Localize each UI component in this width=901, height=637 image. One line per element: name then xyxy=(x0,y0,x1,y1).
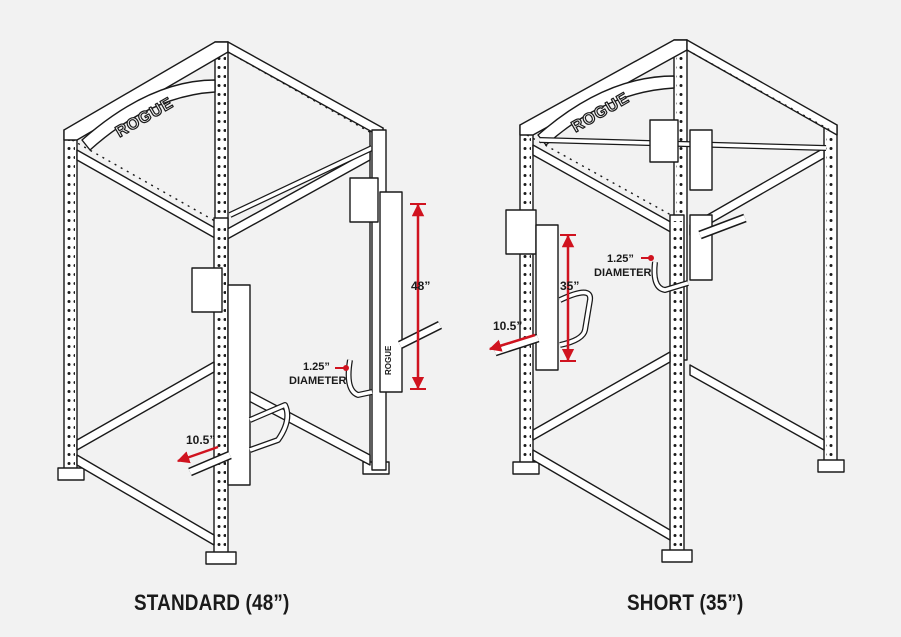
short-front-upright-left xyxy=(661,214,693,563)
short-rack: ROGUE xyxy=(493,39,845,563)
short-diameter-value: 1.25” xyxy=(607,253,634,265)
standard-diameter-word: DIAMETER xyxy=(289,375,347,387)
standard-dimensions: 48” 1.25” DIAMETER 10.5” xyxy=(176,203,430,464)
short-caption: SHORT (35”) xyxy=(627,590,744,615)
standard-base-rails xyxy=(76,361,371,546)
short-diameter-dot xyxy=(648,255,654,261)
svg-text:ROGUE: ROGUE xyxy=(384,345,393,375)
short-diameter-word: DIAMETER xyxy=(594,267,652,279)
short-offset-arrow xyxy=(488,333,536,352)
standard-rack: ROGUE ROGUE xyxy=(57,41,443,565)
short-base-rails xyxy=(532,351,825,541)
standard-diameter-value: 1.25” xyxy=(303,361,330,373)
standard-diameter-dot xyxy=(343,365,349,371)
standard-caption: STANDARD (48”) xyxy=(134,590,290,615)
short-back-upright-left xyxy=(512,124,540,475)
short-offset-label: 10.5” xyxy=(493,319,522,333)
short-monolift-right xyxy=(651,213,747,293)
standard-offset-arrow xyxy=(176,445,219,464)
standard-offset-label: 10.5” xyxy=(186,433,215,447)
standard-height-label: 48” xyxy=(411,279,430,293)
short-back-upright-right xyxy=(817,124,845,473)
standard-top-crossmembers xyxy=(63,41,384,243)
short-height-label: 35” xyxy=(560,279,579,293)
standard-monolift-left xyxy=(188,267,291,486)
short-dimensions: 35” 1.25” DIAMETER 10.5” xyxy=(488,234,654,362)
short-top-crossmembers xyxy=(519,39,838,236)
short-monolift-top xyxy=(649,119,713,191)
standard-back-upright-left xyxy=(57,129,85,481)
